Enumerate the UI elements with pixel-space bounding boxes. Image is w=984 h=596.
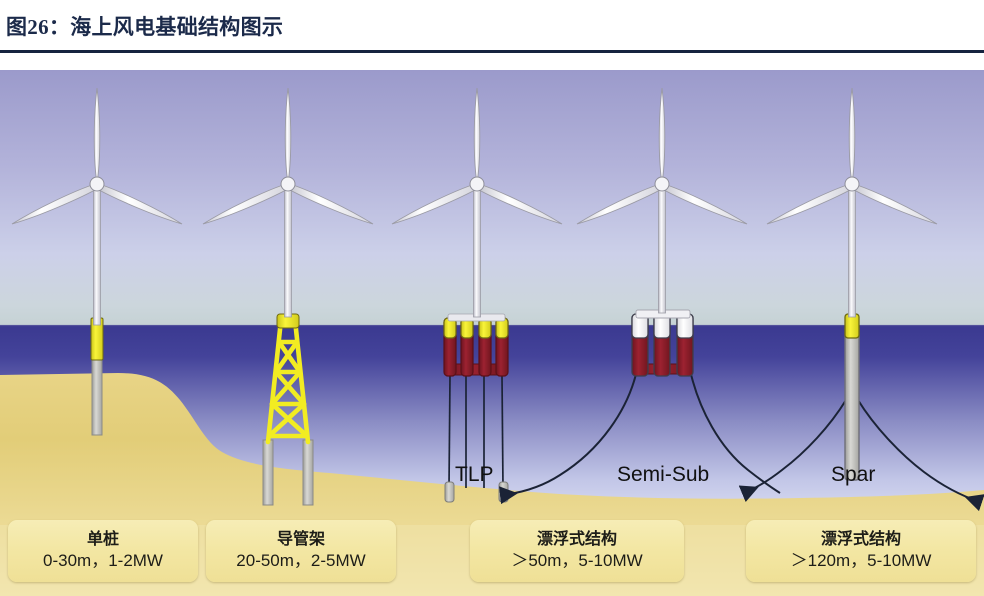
blade-lower-left <box>11 184 96 225</box>
monopile-turbine-group <box>11 87 183 436</box>
caption-box-monopile: 单桩 0-30m，1-2MW <box>8 520 198 582</box>
jacket-lattice <box>265 317 311 445</box>
blade-lower-right <box>478 184 563 225</box>
caption-box-floating-spar: 漂浮式结构 ＞120m，5-10MW <box>746 520 976 582</box>
offshore-wind-foundation-illustration <box>0 70 984 596</box>
blade-lower-left <box>766 184 851 225</box>
tlp-anchor-right <box>498 481 509 503</box>
figure-title-bar: 图26：海上风电基础结构图示 <box>0 0 984 52</box>
spar-transition-piece <box>844 313 860 339</box>
semisub-tower <box>658 184 666 314</box>
blade-up <box>284 87 292 184</box>
caption-spec: 0-30m，1-2MW <box>43 550 163 570</box>
nacelle-hub <box>469 176 485 192</box>
blade-lower-left <box>391 184 476 225</box>
caption-name: 单桩 <box>86 530 119 548</box>
blade-lower-right <box>853 184 938 225</box>
jacket-tower <box>284 184 292 318</box>
blade-up <box>848 87 856 184</box>
spar-rotor <box>766 87 938 225</box>
semisub-mooring-lines <box>499 369 781 505</box>
nacelle-hub <box>654 176 670 192</box>
jacket-pile-right <box>302 439 314 506</box>
caption-spec: 20-50m，2-5MW <box>236 550 366 570</box>
sky <box>0 70 984 326</box>
tlp-turbine-group <box>391 87 563 503</box>
tlp-tendons <box>448 375 504 489</box>
jacket-rotor <box>202 87 374 225</box>
caption-spec: ＞50m，5-10MW <box>511 550 643 570</box>
blade-lower-left <box>576 184 661 225</box>
blade-lower-right <box>98 184 183 225</box>
blade-lower-right <box>663 184 748 225</box>
structure-label-tlp: TLP <box>455 463 494 486</box>
jacket-pile-left <box>262 439 274 506</box>
spar-tower <box>848 184 856 318</box>
tlp-anchor-left <box>444 481 455 503</box>
title-divider <box>0 50 984 53</box>
semisub-columns <box>631 313 694 377</box>
tlp-rotor <box>391 87 563 225</box>
semisub-turbine-group <box>499 87 781 505</box>
caption-name: 导管架 <box>276 530 325 548</box>
blade-lower-left <box>202 184 287 225</box>
structure-label-semisub: Semi-Sub <box>617 463 710 486</box>
nacelle-hub <box>89 176 105 192</box>
blade-lower-right <box>289 184 374 225</box>
tlp-tower <box>473 184 481 318</box>
monopile-rotor <box>11 87 183 225</box>
monopile-tower <box>93 184 101 326</box>
semisub-rotor <box>576 87 748 225</box>
caption-box-jacket: 导管架 20-50m，2-5MW <box>206 520 396 582</box>
caption-box-floating-tlp: 漂浮式结构 ＞50m，5-10MW <box>470 520 684 582</box>
structure-label-spar: Spar <box>831 463 876 486</box>
nacelle-hub <box>280 176 296 192</box>
spar-hull <box>844 324 860 481</box>
blade-up <box>93 87 101 184</box>
spar-turbine-group <box>738 87 984 512</box>
jacket-turbine-group <box>202 87 374 506</box>
spar-mooring-lines <box>738 399 984 512</box>
caption-spec: ＞120m，5-10MW <box>790 550 932 570</box>
caption-name: 漂浮式结构 <box>536 530 617 548</box>
caption-name: 漂浮式结构 <box>820 530 901 548</box>
nacelle-hub <box>844 176 860 192</box>
tlp-columns <box>443 317 509 377</box>
blade-up <box>473 87 481 184</box>
blade-up <box>658 87 666 184</box>
page-title: 图26：海上风电基础结构图示 <box>6 15 284 39</box>
